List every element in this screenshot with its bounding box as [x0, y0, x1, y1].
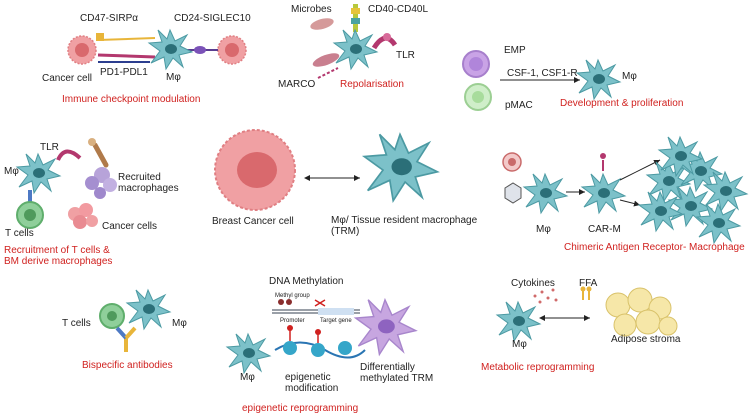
- macrophage-icon: [16, 153, 61, 194]
- ffa-icon: [580, 286, 592, 300]
- marco-label: MARCO: [278, 79, 316, 90]
- tcells-label: T cells: [5, 228, 34, 239]
- epigenetic-caption: epigenetic reprogramming: [242, 403, 359, 414]
- tlr-label: TLR: [396, 50, 415, 61]
- adipose-stroma-label: Adipose stroma: [611, 334, 681, 345]
- methyl-group-label: Methyl group: [275, 293, 310, 299]
- breast-cancer-cell-icon: [214, 129, 296, 211]
- breast-cancer-cell-label: Breast Cancer cell: [212, 216, 294, 227]
- macrophage-icon: [226, 333, 271, 374]
- target-gene-label: Target gene: [320, 318, 352, 324]
- macrophage-label: Mφ: [4, 166, 19, 177]
- marco-receptor: [317, 67, 339, 79]
- tcells-label: T cells: [62, 318, 91, 329]
- macrophage-icon: [496, 301, 541, 342]
- recruited-macrophages-label: Recruited macrophages: [118, 172, 179, 194]
- checkpoint-caption: Immune checkpoint modulation: [62, 94, 201, 105]
- promoter-label: Promoter: [280, 318, 305, 324]
- ffa-label: FFA: [579, 278, 598, 289]
- development-panel: [462, 50, 621, 111]
- macrophage-label: Mφ: [536, 224, 551, 235]
- checkpoint-panel: [67, 29, 247, 70]
- chromatin-icon: [274, 325, 366, 359]
- cytokines-label: Cytokines: [511, 278, 555, 289]
- tlr-label: TLR: [40, 142, 59, 153]
- bispecific-panel: [99, 289, 171, 352]
- virus-icon: [502, 152, 522, 172]
- csf-label: CSF-1, CSF1-R: [507, 68, 578, 79]
- checkpoint-receptors: [96, 33, 218, 63]
- microbes-label: Microbes: [291, 4, 332, 15]
- recruited-macrophages-icon: [85, 138, 117, 199]
- macrophage-icon: [333, 29, 378, 70]
- dna-methylation-schematic: [272, 299, 360, 315]
- cancer-cells-icon: [68, 203, 98, 229]
- tlr-icon: [371, 33, 398, 50]
- diff-trm-icon: [353, 297, 418, 357]
- vector-icon: [504, 182, 522, 204]
- car-m-swarm-icon: [638, 136, 748, 244]
- car-caption: Chimeric Antigen Receptor- Macrophage: [564, 242, 745, 253]
- cd47-sirpa-label: CD47-SIRPα: [80, 13, 139, 24]
- repolarisation-caption: Repolarisation: [340, 79, 404, 90]
- car-m-icon: [581, 173, 626, 214]
- development-caption: Development & proliferation: [560, 98, 684, 109]
- recruitment-panel: [16, 138, 117, 229]
- dna-methylation-label: DNA Methylation: [269, 276, 344, 287]
- car-panel: [502, 136, 748, 244]
- cd40-icon: [351, 4, 360, 32]
- macrophage-icon: [576, 59, 621, 100]
- microbes-icon: [310, 18, 340, 67]
- macrophage-label: Mφ: [172, 318, 187, 329]
- adipose-stroma-icon: [605, 287, 678, 337]
- macrophage-label: Mφ: [622, 71, 637, 82]
- trm-label: Mφ/ Tissue resident macrophage (TRM): [331, 215, 478, 237]
- cancer-cell-icon: [217, 35, 247, 65]
- epigenetic-modification-label: epigenetic modification: [285, 372, 339, 394]
- recruitment-caption: Recruitment of T cells & BM derive macro…: [4, 245, 113, 267]
- bispecific-caption: Bispecific antibodies: [82, 360, 173, 371]
- pmac-label: pMAC: [505, 100, 533, 111]
- macrophage-icon: [148, 29, 193, 70]
- macrophage-label: Mφ: [512, 339, 527, 350]
- cd24-siglec10-label: CD24-SIGLEC10: [174, 13, 251, 24]
- macrophage-icon: [523, 173, 568, 214]
- macrophage-label: Mφ: [166, 72, 181, 83]
- diff-trm-label: Differentially methylated TRM: [360, 362, 434, 384]
- cancer-cells-label: Cancer cells: [102, 221, 158, 232]
- bispecific-antibody-icon: [115, 326, 137, 352]
- tlr-icon: [56, 149, 82, 161]
- cancer-cell-label: Cancer cell: [42, 73, 93, 84]
- tissue-resident-macrophage-icon: [363, 133, 439, 202]
- cancer-cell-icon: [67, 35, 97, 65]
- metabolic-caption: Metabolic reprogramming: [481, 362, 595, 373]
- center-panel: [214, 129, 439, 211]
- macrophage-icon: [126, 289, 171, 330]
- macrophage-label: Mφ: [240, 372, 255, 383]
- epigenetic-panel: [226, 297, 418, 374]
- cd40-cd40l-label: CD40-CD40L: [368, 4, 429, 15]
- pd1-pdl1-label: PD1-PDL1: [100, 67, 148, 78]
- emp-label: EMP: [504, 45, 526, 56]
- repolarisation-panel: [310, 4, 398, 79]
- metabolic-panel: [496, 286, 678, 342]
- cytokines-icon: [533, 288, 558, 304]
- car-m-label: CAR-M: [588, 224, 621, 235]
